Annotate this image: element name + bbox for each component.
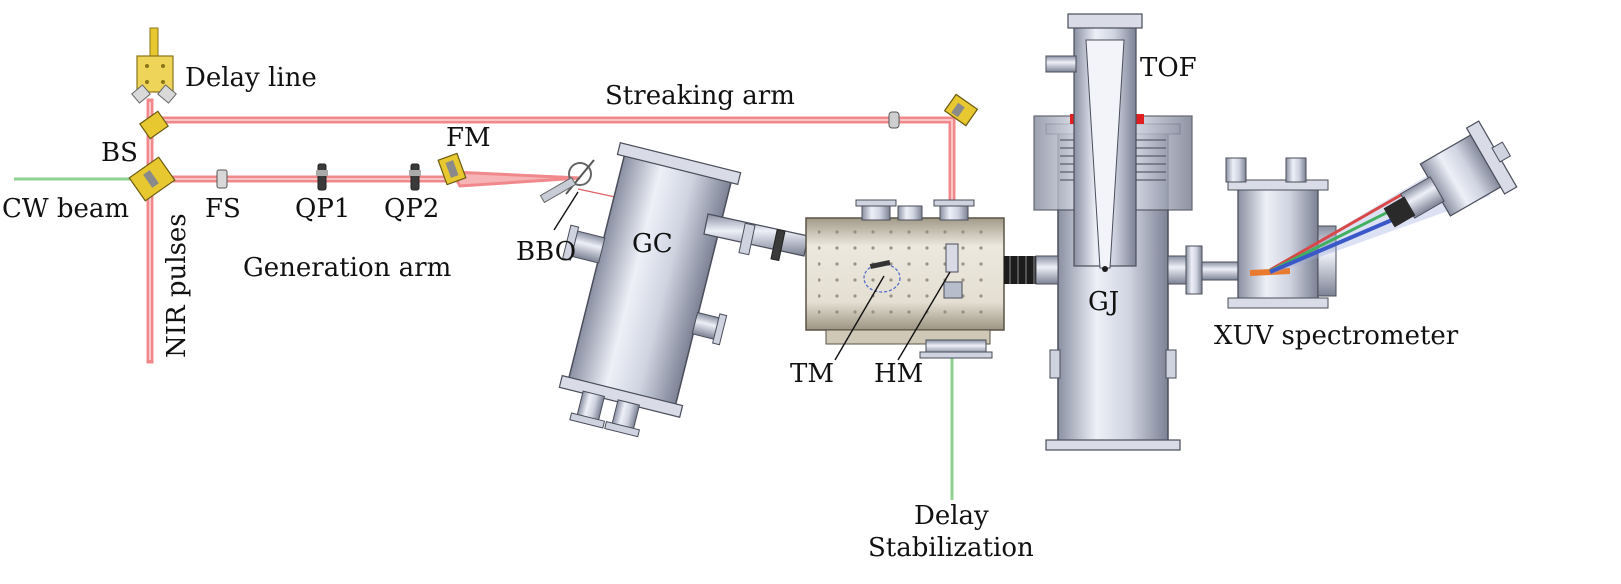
label-gj: GJ	[1088, 287, 1119, 317]
label-qp1: QP1	[295, 194, 350, 224]
tof-chamber	[1033, 13, 1193, 451]
bbo-crystal-mount	[539, 159, 595, 231]
label-stabilization: Stabilization	[868, 533, 1034, 563]
quartz-plate-1	[316, 163, 328, 191]
mcp-detector-flange	[1383, 120, 1518, 228]
fused-silica-plate	[216, 169, 228, 189]
label-nir-pulses: NIR pulses	[162, 213, 192, 358]
label-delay-line: Delay line	[185, 63, 317, 93]
delay-line-stage	[131, 27, 177, 104]
quartz-plate-2	[409, 163, 421, 191]
label-hm: HM	[874, 359, 923, 389]
label-cw-beam: CW beam	[2, 194, 129, 224]
focusing-mirror-mount	[437, 152, 467, 186]
label-tof: TOF	[1140, 53, 1197, 83]
label-qp2: QP2	[384, 194, 439, 224]
label-tm: TM	[790, 359, 834, 389]
streaking-lens	[888, 111, 900, 129]
label-streaking-arm: Streaking arm	[605, 81, 795, 111]
label-fm: FM	[446, 123, 491, 153]
label-fs: FS	[205, 194, 241, 224]
gas-cell-chamber	[558, 142, 742, 438]
xuv-spectrometer-chamber	[1185, 157, 1337, 309]
label-leaders	[834, 271, 951, 361]
label-gc: GC	[632, 229, 673, 259]
label-bs: BS	[101, 138, 138, 168]
label-generation-arm: Generation arm	[243, 253, 451, 283]
steering-mirror-mount	[943, 93, 979, 127]
label-bbo: BBO	[516, 237, 576, 267]
mirror-chamber	[805, 199, 1005, 359]
label-xuv-spectrometer: XUV spectrometer	[1214, 321, 1459, 351]
label-delay: Delay	[914, 501, 989, 531]
beam-splitter-mount	[128, 110, 176, 202]
gc-output-tube	[703, 213, 809, 262]
